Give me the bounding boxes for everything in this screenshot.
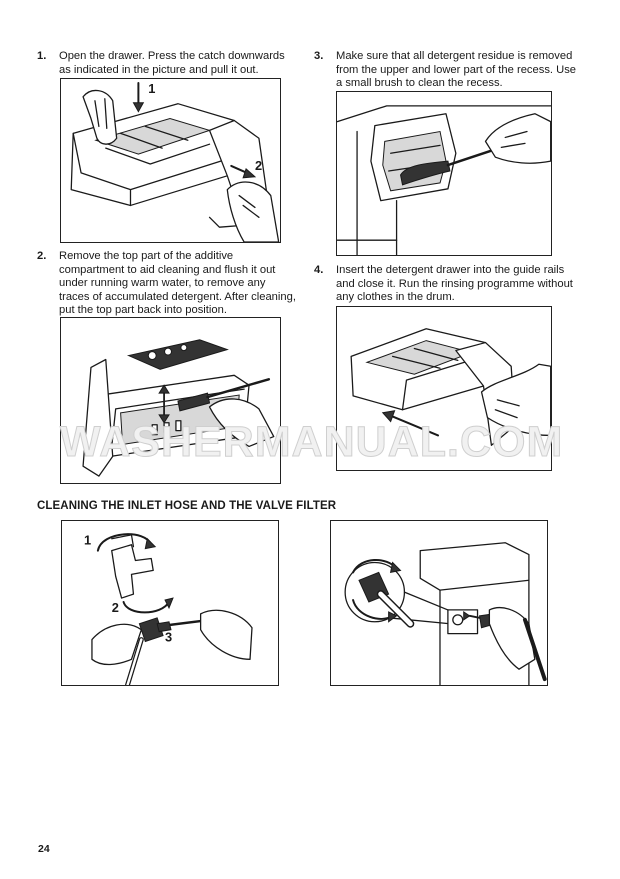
page-number: 24 bbox=[38, 843, 50, 855]
recess-cleaning-illustration bbox=[337, 105, 551, 255]
section-heading: CLEANING THE INLET HOSE AND THE VALVE FI… bbox=[37, 500, 337, 512]
valve-filter-illustration bbox=[344, 542, 547, 685]
figure-insert-drawer bbox=[336, 306, 552, 471]
step-number: 1. bbox=[37, 50, 47, 62]
step-number: 3. bbox=[314, 50, 324, 62]
figure-open-drawer: 1 2 bbox=[60, 78, 281, 243]
drawer-insert-illustration bbox=[350, 328, 551, 446]
figure-valve-filter bbox=[330, 520, 548, 686]
hose-callout-1: 1 bbox=[84, 533, 91, 548]
figure-remove-top-part bbox=[60, 317, 281, 484]
figure-clean-recess bbox=[336, 91, 552, 256]
callout-2: 2 bbox=[255, 158, 262, 173]
step-text: Remove the top part of the additive comp… bbox=[59, 250, 296, 317]
hose-callout-2: 2 bbox=[112, 600, 119, 615]
drawer-open-illustration: 1 2 bbox=[70, 81, 280, 242]
step-text: Make sure that all detergent residue is … bbox=[336, 50, 577, 90]
hose-callout-3: 3 bbox=[165, 630, 172, 645]
inlet-hose-illustration: 1 2 3 bbox=[84, 533, 253, 685]
step-number: 2. bbox=[37, 250, 47, 262]
step-text: Insert the detergent drawer into the gui… bbox=[336, 264, 573, 304]
step-number: 4. bbox=[314, 264, 324, 276]
callout-1: 1 bbox=[148, 81, 155, 96]
additive-compartment-illustration bbox=[82, 339, 275, 477]
step-text: Open the drawer. Press the catch downwar… bbox=[59, 50, 285, 76]
figure-inlet-hose: 1 2 3 bbox=[61, 520, 279, 686]
